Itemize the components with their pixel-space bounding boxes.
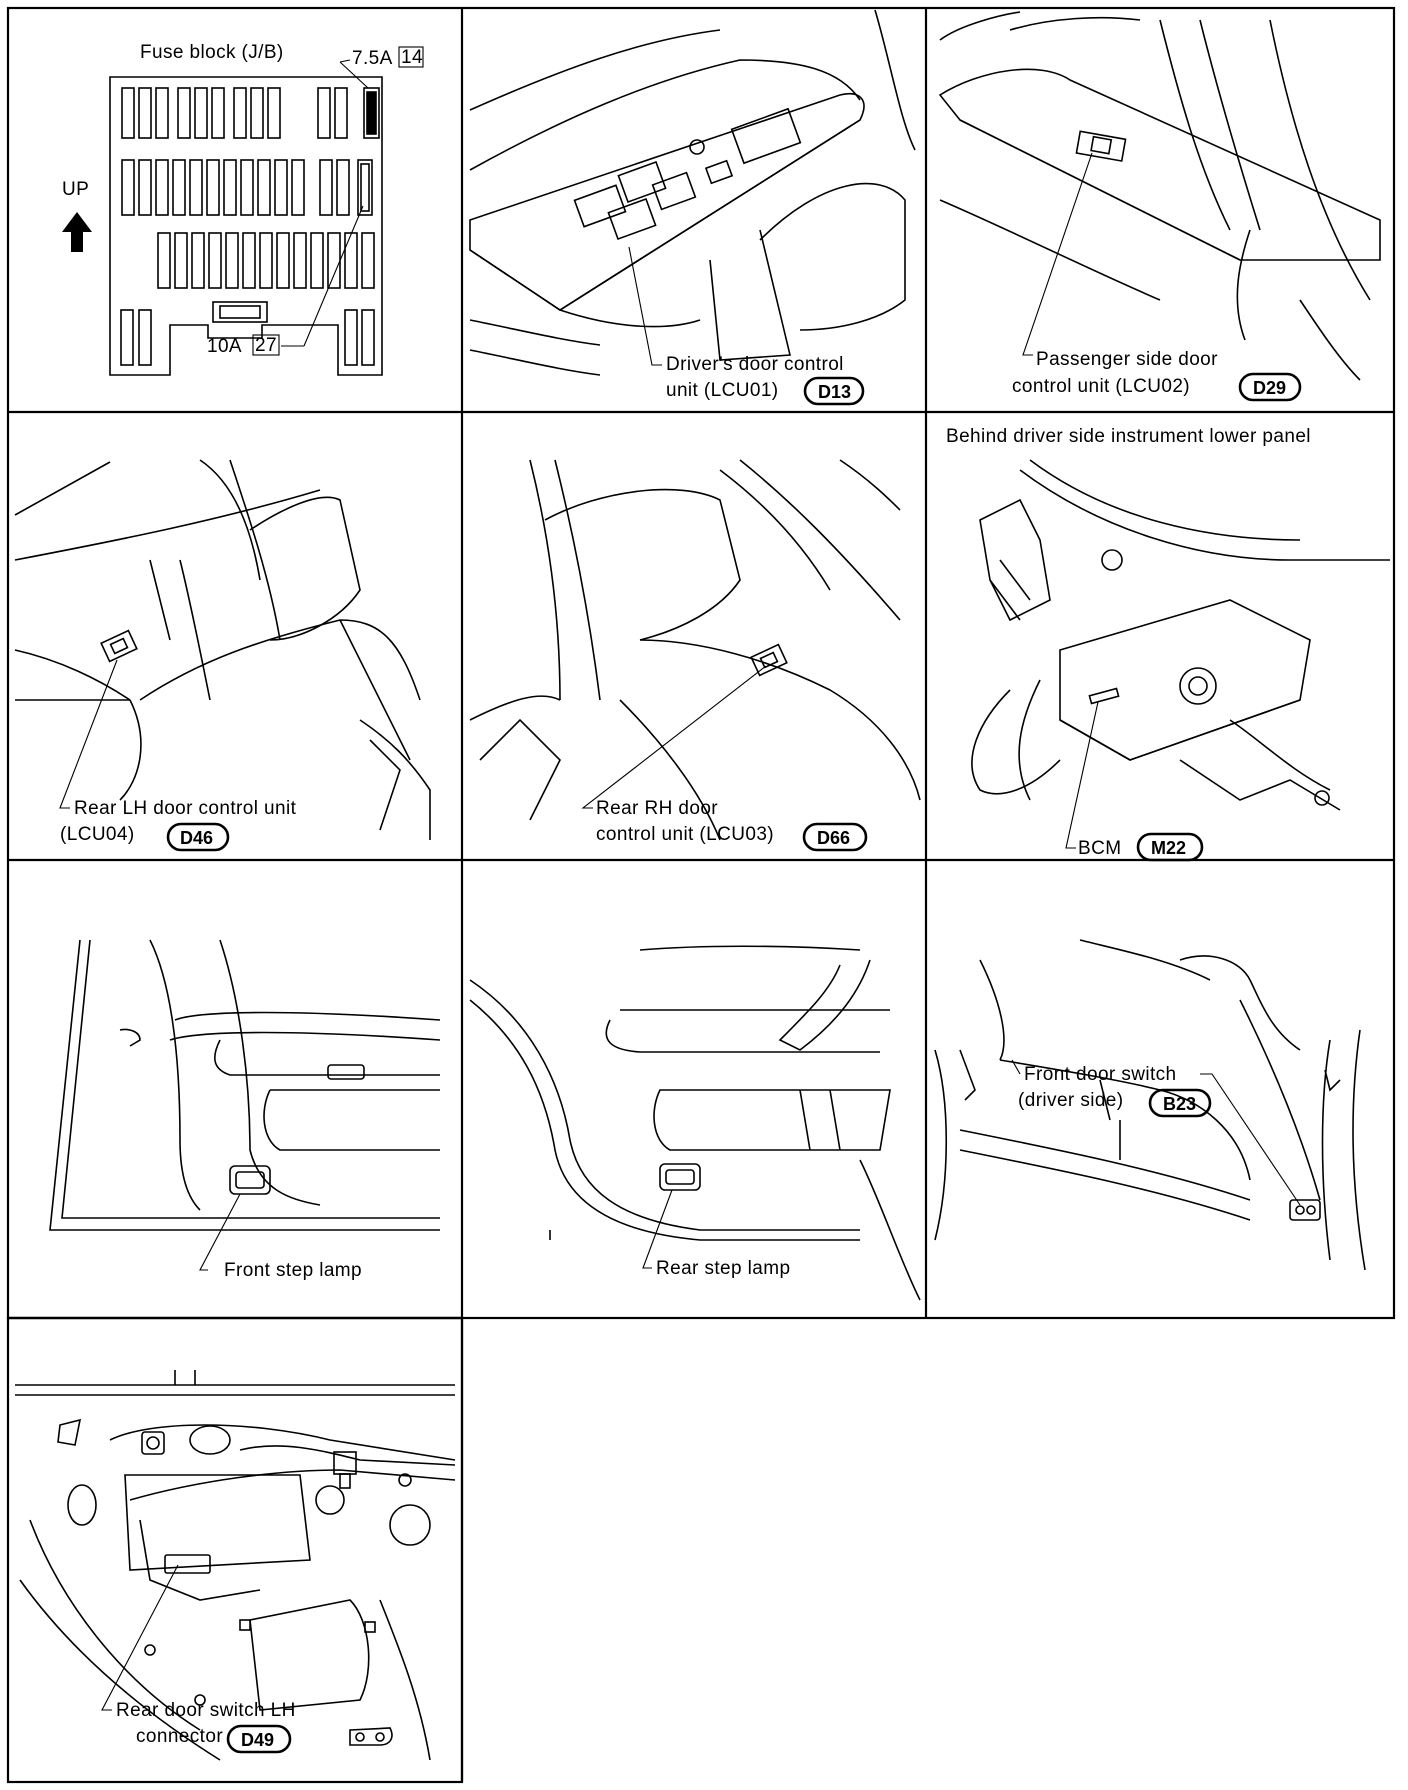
fuse-block-title: Fuse block (J/B) — [140, 42, 284, 63]
panel-rear-rh-door: Rear RH door control unit (LCU03) D66 — [469, 459, 921, 852]
driver-door-label-line2: unit (LCU01) — [666, 380, 779, 401]
panel-rear-door-switch: Rear door switch LH connector D49 — [15, 1370, 456, 1761]
fuse-row-3 — [157, 232, 375, 289]
panel-driver-door: Driver's door control unit (LCU01) D13 — [469, 9, 916, 406]
rear-step-lamp-label: Rear step lamp — [656, 1258, 790, 1279]
connector-d13: D13 — [818, 382, 851, 402]
fuse-14-number: 14 — [401, 47, 423, 68]
passenger-door-label-line1: Passenger side door — [1036, 349, 1218, 370]
panel-front-step-lamp: Front step lamp — [49, 939, 441, 1281]
fuse-14-callout: 7.5A 14 — [339, 46, 424, 89]
panel-fuse-block: Fuse block (J/B) — [62, 42, 424, 376]
rear-lh-door-label-line1: Rear LH door control unit — [74, 798, 297, 819]
panel-bcm: Behind driver side instrument lower pane… — [946, 426, 1390, 862]
front-door-switch-label-line2: (driver side) — [1018, 1090, 1124, 1111]
connector-d29: D29 — [1253, 378, 1286, 398]
rear-door-switch-label-line2: connector — [136, 1726, 223, 1747]
fuse-27-number: 27 — [255, 335, 277, 356]
fuse-legs — [120, 301, 375, 366]
connector-b23: B23 — [1163, 1094, 1196, 1114]
front-door-switch-label-line1: Front door switch — [1024, 1064, 1177, 1085]
connector-d46: D46 — [180, 828, 213, 848]
front-step-lamp-label: Front step lamp — [224, 1260, 362, 1281]
rear-rh-door-label-line2: control unit (LCU03) — [596, 824, 774, 845]
rear-lh-door-label-line2: (LCU04) — [60, 824, 135, 845]
up-arrow-icon: UP — [62, 179, 92, 252]
fuse-row-2 — [121, 159, 373, 216]
bcm-label: BCM — [1078, 838, 1121, 859]
fuse-27-callout: 10A 27 — [207, 205, 364, 357]
up-label: UP — [62, 179, 89, 200]
passenger-door-label-line2: control unit (LCU02) — [1012, 376, 1190, 397]
rear-rh-door-label-line1: Rear RH door — [596, 798, 718, 819]
panel-passenger-door: Passenger side door control unit (LCU02)… — [938, 11, 1381, 402]
connector-m22: M22 — [1151, 838, 1186, 858]
panel-front-door-switch: Front door switch (driver side) B23 — [934, 939, 1366, 1271]
panel-rear-lh-door: Rear LH door control unit (LCU04) D46 — [14, 459, 431, 852]
rear-door-switch-label-line1: Rear door switch LH — [116, 1700, 296, 1721]
fuse-14-amp: 7.5A — [352, 48, 393, 69]
bcm-header: Behind driver side instrument lower pane… — [946, 426, 1311, 447]
fuse-row-1 — [121, 87, 380, 139]
fuse-27-amp: 10A — [207, 336, 242, 357]
connector-d49: D49 — [241, 1730, 274, 1750]
driver-door-label-line1: Driver's door control — [666, 354, 844, 375]
connector-d66: D66 — [817, 828, 850, 848]
panel-rear-step-lamp: Rear step lamp — [469, 945, 921, 1301]
